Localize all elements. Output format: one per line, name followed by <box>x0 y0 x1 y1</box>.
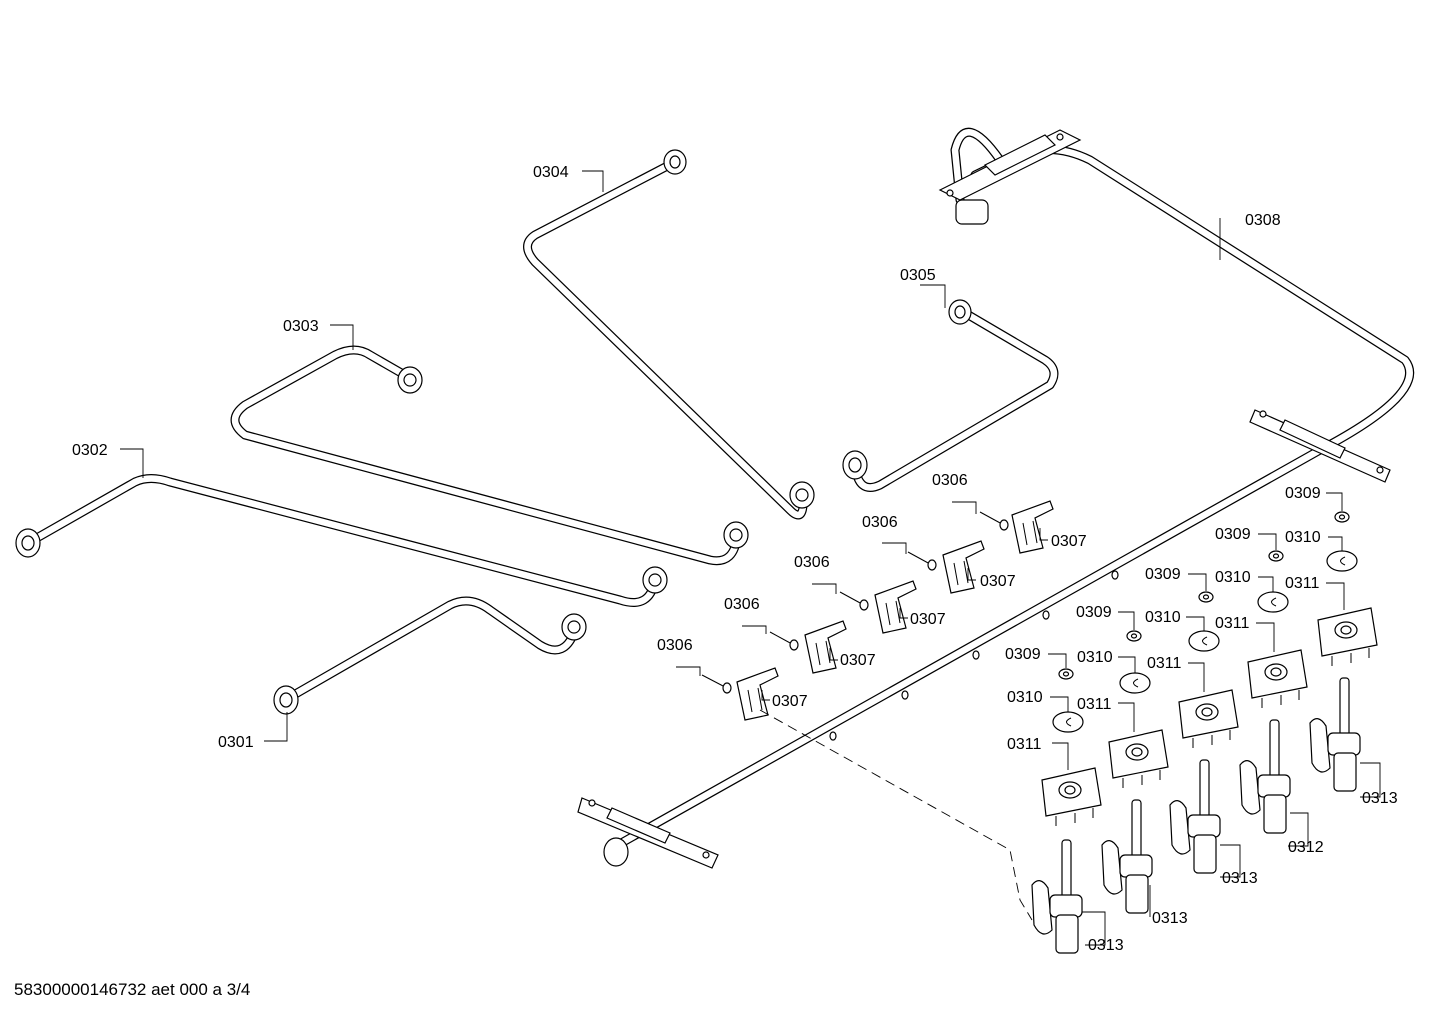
washer-icon <box>1198 591 1214 603</box>
clamp-icon <box>1317 607 1378 666</box>
clips-0307[interactable] <box>736 500 1054 721</box>
pipe-nut-icon <box>273 613 587 715</box>
callout-0311: 0311 <box>1147 655 1182 672</box>
callout-0309: 0309 <box>1145 566 1181 583</box>
washer-icon <box>1058 668 1074 680</box>
callout-0307: 0307 <box>1051 533 1087 550</box>
clamp-icon <box>1178 689 1239 748</box>
callout-0313: 0313 <box>1222 870 1258 887</box>
callout-0306: 0306 <box>932 472 968 489</box>
clamp-icon <box>1108 729 1169 788</box>
clip-icon <box>736 667 779 721</box>
callout-0310: 0310 <box>1215 569 1251 586</box>
callout-0310: 0310 <box>1285 529 1321 546</box>
screw-icon <box>907 551 937 571</box>
clip-icon <box>874 580 917 634</box>
valve-icon <box>1101 799 1153 914</box>
seal-ring-icon <box>1326 550 1358 572</box>
pipe-nut-icon <box>842 299 972 480</box>
callout-0308: 0308 <box>1245 212 1281 229</box>
callout-0307: 0307 <box>910 611 946 628</box>
gas-pipe-0302[interactable] <box>15 474 668 607</box>
clip-icon <box>1011 500 1054 554</box>
callout-0305: 0305 <box>900 267 936 284</box>
valve-icon <box>1309 677 1361 792</box>
callout-0311: 0311 <box>1285 575 1320 592</box>
valves-0313[interactable] <box>1031 677 1361 954</box>
callout-0311: 0311 <box>1215 615 1250 632</box>
leader-lines <box>120 170 1381 946</box>
clamp-icon <box>1041 767 1102 826</box>
callout-0302: 0302 <box>72 442 108 459</box>
pipe-nut-icon <box>397 366 749 549</box>
callout-0313: 0313 <box>1362 790 1398 807</box>
callout-0306: 0306 <box>724 596 760 613</box>
seal-ring-icon <box>1188 630 1220 652</box>
screw-icon <box>979 511 1009 531</box>
rail-outlet-holes <box>829 570 1119 741</box>
callout-0309: 0309 <box>1285 485 1321 502</box>
callout-0303: 0303 <box>283 318 319 335</box>
screw-icon <box>701 674 732 694</box>
seals-0310[interactable] <box>1052 550 1358 733</box>
callout-0313: 0313 <box>1088 937 1124 954</box>
callout-0306: 0306 <box>794 554 830 571</box>
washer-icon <box>1126 630 1142 642</box>
clip-icon <box>804 620 847 674</box>
gas-pipe-0301[interactable] <box>273 596 587 715</box>
callout-0307: 0307 <box>980 573 1016 590</box>
gas-pipe-0304[interactable] <box>523 149 815 520</box>
callout-0307: 0307 <box>772 693 808 710</box>
callout-0307: 0307 <box>840 652 876 669</box>
clamp-icon <box>1247 649 1308 708</box>
pipe-nut-icon <box>663 149 815 509</box>
assembly-guide-line <box>759 709 1033 921</box>
rail-bracket-right <box>1249 409 1391 483</box>
callout-0311: 0311 <box>1077 696 1112 713</box>
callout-0310: 0310 <box>1145 609 1181 626</box>
screw-icon <box>769 631 799 651</box>
pipe-nut-icon <box>15 528 668 594</box>
screw-icon <box>839 591 869 611</box>
callout-0309: 0309 <box>1076 604 1112 621</box>
washers-0309[interactable] <box>1058 511 1350 680</box>
callout-0301: 0301 <box>218 734 254 751</box>
callout-0306: 0306 <box>657 637 693 654</box>
screws-0306[interactable] <box>701 511 1009 694</box>
callout-0312: 0312 <box>1288 839 1324 856</box>
gas-manifold-rail[interactable] <box>577 127 1414 869</box>
callout-0310: 0310 <box>1077 649 1113 666</box>
valve-0312[interactable] <box>1239 719 1291 834</box>
document-id-footer: 58300000146732 aet 000 a 3/4 <box>14 980 251 999</box>
callout-0309: 0309 <box>1215 526 1251 543</box>
callout-0309: 0309 <box>1005 646 1041 663</box>
valve-icon <box>1169 759 1221 874</box>
callout-0304: 0304 <box>533 164 569 181</box>
gas-pipe-0305[interactable] <box>842 299 1059 492</box>
callout-0313: 0313 <box>1152 910 1188 927</box>
valve-icon <box>1239 719 1291 834</box>
valve-icon <box>1031 839 1083 954</box>
callout-0311: 0311 <box>1007 736 1042 753</box>
washer-icon <box>1268 550 1284 562</box>
callout-labels: 0301 0302 0303 0304 0305 0308 0306 0306 … <box>72 164 1398 954</box>
rail-bracket-rear <box>938 129 1082 201</box>
washer-icon <box>1334 511 1350 523</box>
callout-0310: 0310 <box>1007 689 1043 706</box>
valve-clamps-0311[interactable] <box>1041 607 1378 826</box>
seal-ring-icon <box>1119 672 1151 694</box>
gas-pipe-0303[interactable] <box>230 345 749 566</box>
seal-ring-icon <box>1257 591 1289 613</box>
clip-icon <box>942 540 985 594</box>
callout-0306: 0306 <box>862 514 898 531</box>
seal-ring-icon <box>1052 711 1084 733</box>
rail-bracket-front <box>577 797 719 869</box>
